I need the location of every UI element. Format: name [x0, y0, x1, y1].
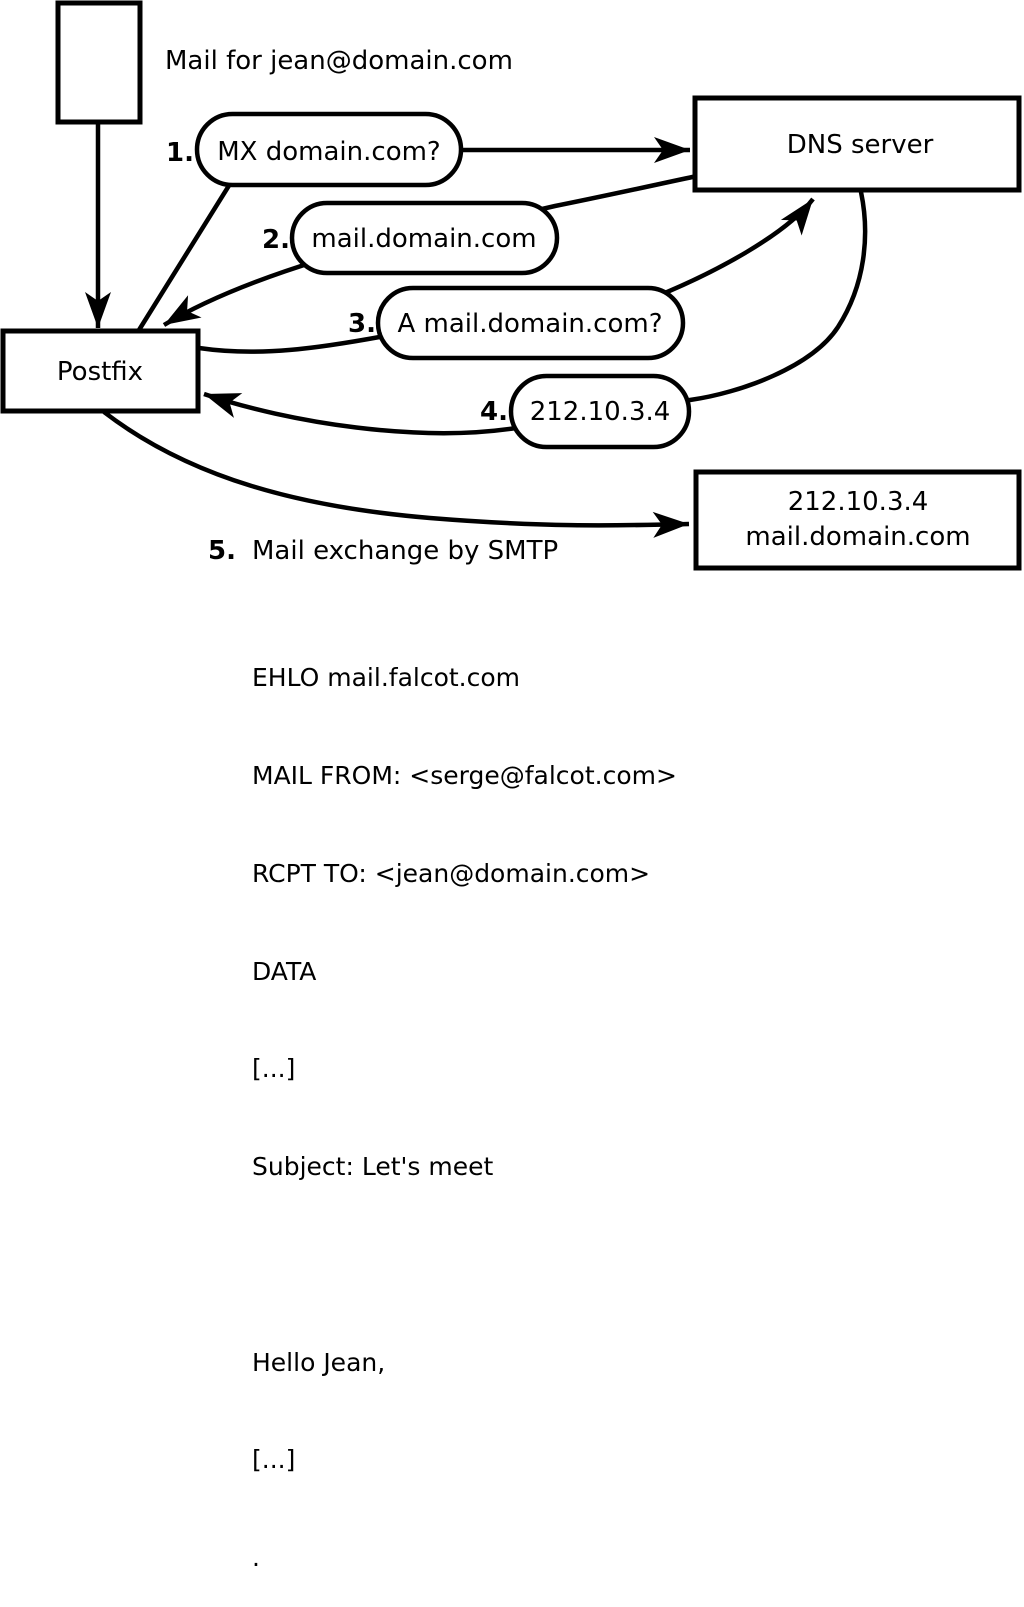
smtp-line-ellipsis-2: [...] [252, 1445, 296, 1475]
smtp-line-subject: Subject: Let's meet [252, 1152, 494, 1182]
pill-response-a [508, 373, 692, 450]
step-1-number: 1. [166, 138, 194, 168]
pill-query-mx [194, 111, 464, 188]
arrow-smtp-exchange [102, 410, 690, 538]
smtp-line-ellipsis-1: [...] [252, 1054, 296, 1084]
smtp-line-ehlo: EHLO mail.falcot.com [252, 663, 521, 693]
step-4-number: 4. [480, 397, 508, 427]
step-2-number: 2. [262, 225, 290, 255]
mail-flow-diagram: Mail for jean@domain.com Postfix DNS ser… [0, 0, 1022, 571]
step-2-text: mail.domain.com [311, 224, 536, 254]
mail-for-label: Mail for jean@domain.com [165, 46, 513, 76]
smtp-line-rcpt-to: RCPT TO: <jean@domain.com> [252, 858, 651, 888]
smtp-line-data: DATA [252, 956, 317, 986]
smtp-session-text: EHLO mail.falcot.com MAIL FROM: <serge@f… [252, 597, 677, 1607]
step-5-number: 5. [208, 536, 236, 566]
pill-response-mx [289, 200, 560, 276]
postfix-box [0, 328, 201, 414]
smtp-line-mail-from: MAIL FROM: <serge@falcot.com> [252, 760, 677, 790]
step-5-text: Mail exchange by SMTP [252, 536, 558, 566]
step-3-number: 3. [348, 309, 376, 339]
smtp-line-dot: . [252, 1543, 260, 1573]
arrow-response-a [203, 191, 868, 436]
smtp-line-hello: Hello Jean, [252, 1347, 386, 1377]
mail-server-host-label: mail.domain.com [745, 522, 970, 552]
dns-server-box [692, 95, 1022, 193]
step-4-text: 212.10.3.4 [530, 397, 671, 427]
mail-server-box [693, 469, 1022, 571]
step-1-text: MX domain.com? [217, 137, 440, 167]
step-3-text: A mail.domain.com? [398, 309, 663, 339]
pill-query-a [375, 285, 686, 361]
postfix-label: Postfix [57, 357, 143, 387]
smtp-line-blank [252, 1249, 677, 1282]
dns-server-label: DNS server [787, 130, 934, 160]
mail-server-ip-label: 212.10.3.4 [788, 487, 929, 517]
mail-message-box [55, 0, 143, 125]
